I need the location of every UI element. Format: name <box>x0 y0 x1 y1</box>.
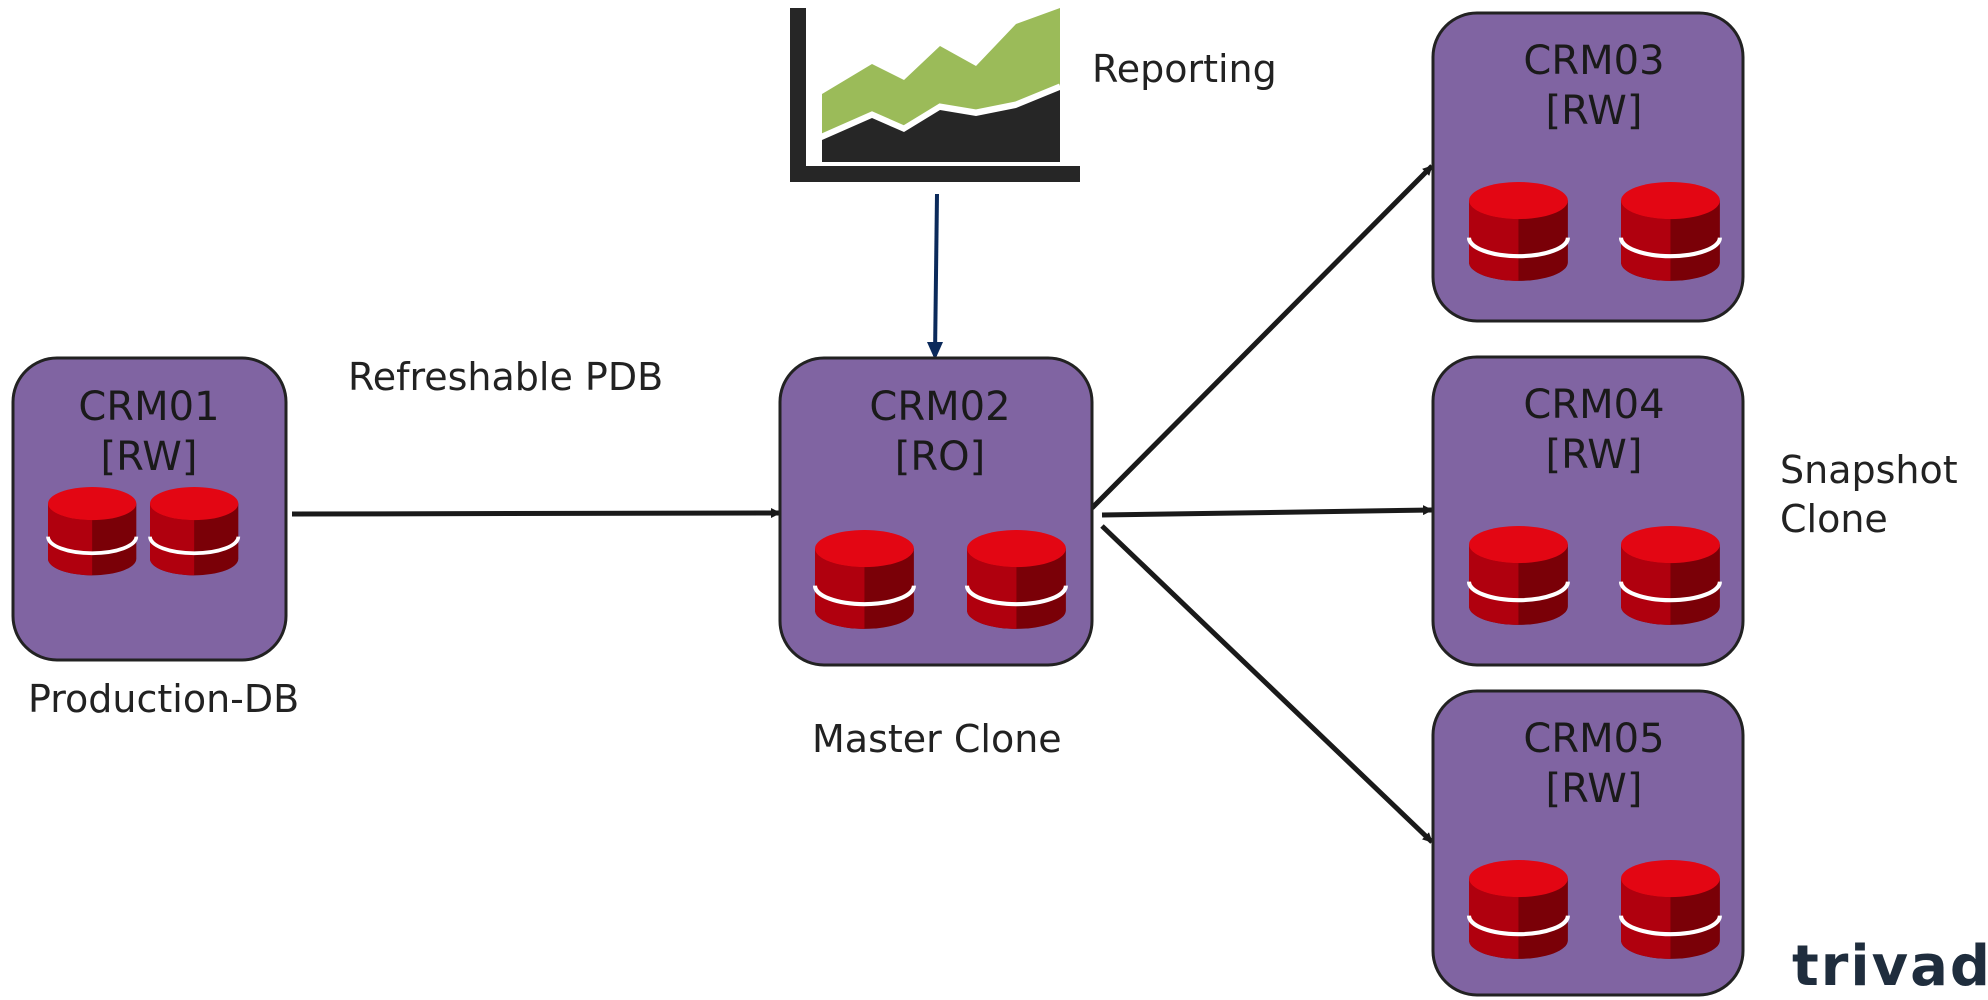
snapshot-clone-label-line2: Clone <box>1780 497 1888 541</box>
snapshot-clone-label-line1: Snapshot <box>1780 448 1958 492</box>
node-crm04-mode: [RW] <box>1546 432 1643 478</box>
arrowhead-reporting <box>927 342 943 360</box>
arrow-crm02-to-crm04 <box>1101 505 1433 518</box>
node-crm04[interactable]: CRM04 [RW] <box>1431 355 1745 667</box>
refreshable-pdb-label: Refreshable PDB <box>348 355 663 399</box>
database-icon <box>1621 526 1720 625</box>
reporting-chart-icon <box>790 8 1080 182</box>
node-crm01-mode: [RW] <box>101 434 198 480</box>
node-crm02-name: CRM02 <box>869 384 1010 430</box>
database-icon <box>1469 182 1568 281</box>
node-crm05-mode: [RW] <box>1546 766 1643 812</box>
node-crm04-name: CRM04 <box>1523 382 1664 428</box>
production-db-label: Production-DB <box>28 677 299 721</box>
master-clone-label: Master Clone <box>812 717 1062 761</box>
node-crm03-mode: [RW] <box>1546 88 1643 134</box>
database-icon <box>1621 860 1720 959</box>
database-icon <box>1469 860 1568 959</box>
node-crm01-box <box>11 356 288 662</box>
arrow-crm01-to-crm02 <box>291 508 781 519</box>
node-crm05[interactable]: CRM05 [RW] <box>1431 689 1745 997</box>
node-crm05-name: CRM05 <box>1523 716 1664 762</box>
database-icon <box>148 485 241 578</box>
node-crm03-name: CRM03 <box>1523 38 1664 84</box>
arrow-crm02-to-crm05 <box>1100 524 1434 844</box>
database-icon <box>967 530 1066 629</box>
node-crm02[interactable]: CRM02 [RO] <box>778 356 1094 667</box>
database-icon <box>1621 182 1720 281</box>
database-icon <box>46 485 139 578</box>
database-icon <box>1469 526 1568 625</box>
arrow-reporting-to-crm02 <box>933 193 939 357</box>
arrow-crm02-to-crm03 <box>1090 164 1434 510</box>
node-crm02-mode: [RO] <box>895 434 986 480</box>
reporting-label: Reporting <box>1092 47 1277 91</box>
node-crm01[interactable]: CRM01 [RW] <box>11 356 288 662</box>
node-crm03[interactable]: CRM03 [RW] <box>1431 11 1745 323</box>
trivadis-logo: trivadis <box>1792 934 1988 999</box>
database-icon <box>815 530 914 629</box>
node-crm01-name: CRM01 <box>78 384 219 430</box>
